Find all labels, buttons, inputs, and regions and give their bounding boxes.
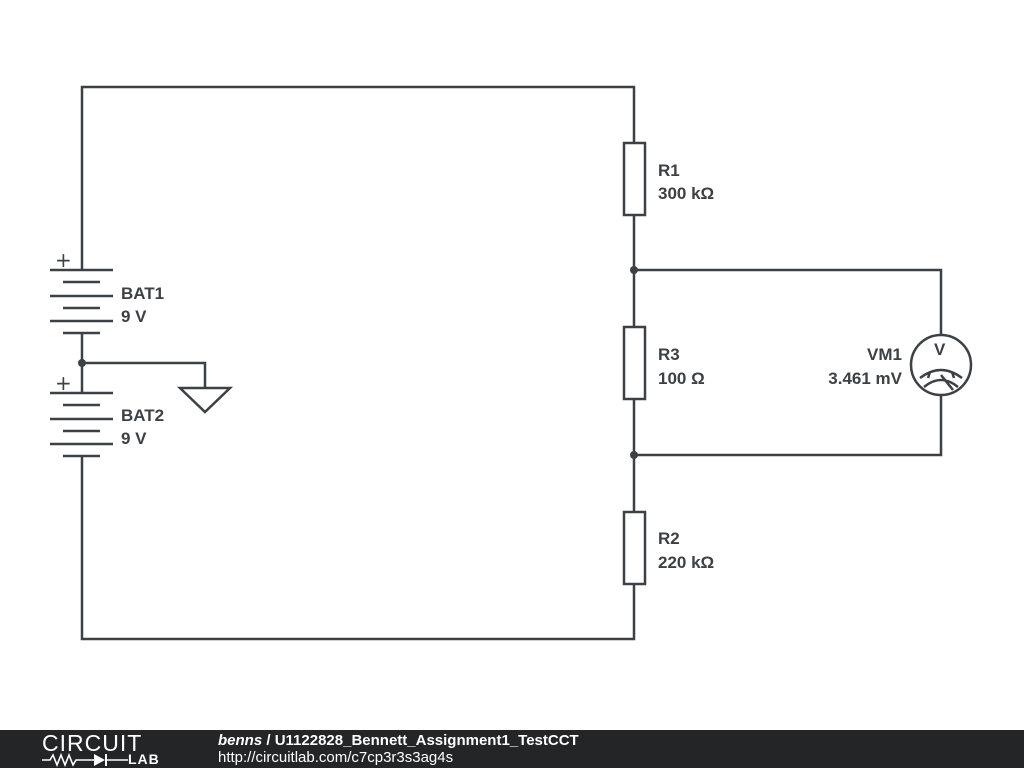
wires	[80, 85, 943, 641]
r3-name: R3	[658, 345, 680, 364]
junction-node-top	[630, 266, 638, 274]
r1-name: R1	[658, 161, 680, 180]
bat2-plus-sign: +	[55, 371, 72, 395]
r2-name: R2	[658, 529, 680, 548]
r2-value: 220 kΩ	[658, 553, 714, 572]
vm1-name: VM1	[867, 345, 902, 364]
bat1-name: BAT1	[121, 284, 164, 303]
vm1-symbol: V	[934, 340, 946, 359]
diode-icon	[42, 753, 128, 767]
circuitlab-logo[interactable]: CIRCUIT LAB	[42, 732, 178, 768]
r1-value: 300 kΩ	[658, 184, 714, 203]
wire-bottom-loop	[80, 456, 636, 641]
bat1-value: 9 V	[121, 307, 147, 326]
voltmeter-vm1[interactable]	[909, 333, 973, 397]
resistor-r2[interactable]	[622, 510, 647, 586]
title-separator: /	[262, 732, 275, 749]
vm1-value: 3.461 mV	[828, 369, 902, 388]
bat2-value: 9 V	[121, 429, 147, 448]
battery-bat1[interactable]	[50, 268, 113, 335]
wire-vm-bottom	[634, 394, 943, 457]
bat1-plus-sign: +	[55, 248, 72, 272]
wire-to-ground	[82, 361, 207, 388]
logo-text-circuit: CIRCUIT	[42, 730, 143, 756]
battery-bat2[interactable]	[50, 391, 113, 458]
project-url[interactable]: http://circuitlab.com/c7cp3r3s3ag4s	[218, 749, 454, 766]
logo-text-lab: LAB	[128, 751, 160, 767]
r3-value: 100 Ω	[658, 369, 705, 388]
circuit-schematic: R1 300 kΩ R3 100 Ω R2 220 kΩ + BAT1 9 V …	[50, 85, 973, 641]
resistor-r1[interactable]	[622, 141, 647, 217]
footer-title: benns / U1122828_Bennett_Assignment1_Tes…	[218, 732, 579, 750]
ground-icon[interactable]	[176, 386, 234, 414]
resistor-r3[interactable]	[622, 325, 647, 401]
junction-node-bottom	[630, 451, 638, 459]
wire-top-loop	[80, 85, 636, 270]
author-link[interactable]: benns	[218, 732, 263, 749]
junction-node-ground	[78, 359, 86, 367]
project-name[interactable]: U1122828_Bennett_Assignment1_TestCCT	[274, 732, 579, 749]
footer-bar: CIRCUIT LAB benns / U1122828_Bennett_Ass…	[0, 730, 1024, 768]
wire-vm-top	[634, 268, 943, 336]
bat2-name: BAT2	[121, 406, 164, 425]
